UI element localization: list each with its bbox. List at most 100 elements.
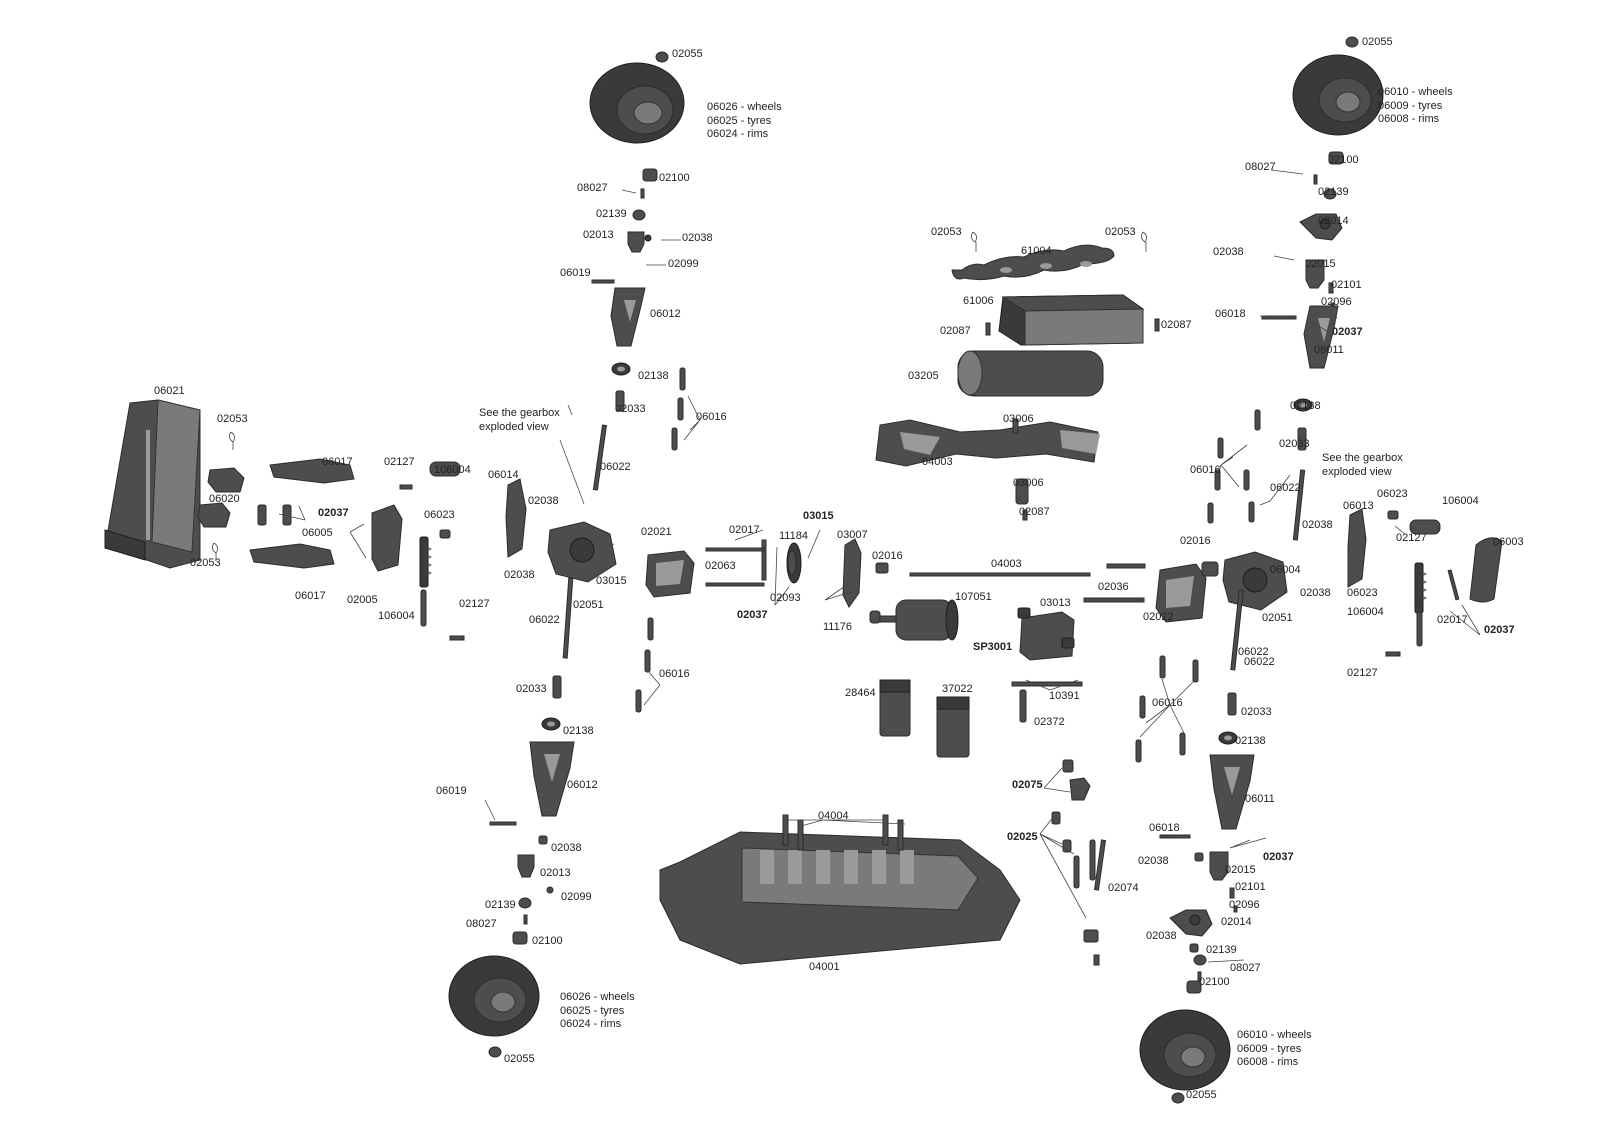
servo-sp3001 <box>1017 607 1075 661</box>
motor-107051 <box>879 599 959 641</box>
driveshaft-06022-fl <box>592 424 607 491</box>
label-03006-b: 03006 <box>1013 477 1044 489</box>
driveshaft-06022-rl <box>562 577 574 659</box>
screw-02087-a <box>985 322 991 336</box>
wheel-rear-left <box>448 955 540 1037</box>
esc-37022 <box>936 696 970 758</box>
label-06022-e: 06022 <box>1244 656 1275 668</box>
label-02021: 02021 <box>641 526 672 538</box>
label-03006-a: 03006 <box>1003 413 1034 425</box>
label-02100-d: 02100 <box>1199 976 1230 988</box>
mount-02005 <box>371 504 403 572</box>
turnbuckles-06016-fr <box>1207 409 1261 524</box>
label-06021: 06021 <box>154 385 185 397</box>
label-61004: 61004 <box>1021 245 1052 257</box>
hinge-pin-06018-rr <box>1159 834 1191 839</box>
label-06017-b: 06017 <box>295 590 326 602</box>
label-02017-a: 02017 <box>1437 614 1468 626</box>
label-11176: 11176 <box>823 621 852 633</box>
shock-tower-06014 <box>505 478 527 558</box>
hub-carrier-02013-fl <box>627 231 652 253</box>
label-02074: 02074 <box>1108 882 1139 894</box>
label-107051: 107051 <box>955 591 992 603</box>
wheel-front-left <box>589 62 685 144</box>
label-03015-a: 03015 <box>596 575 627 587</box>
label-06012-b: 06012 <box>567 779 598 791</box>
label-gearbox-note-left: See the gearbox exploded view <box>479 407 560 434</box>
label-04003-a: 04003 <box>922 456 953 468</box>
label-02013-a: 02013 <box>583 229 614 241</box>
cap-06023-left <box>439 529 451 539</box>
screw-02038-rl <box>538 835 548 845</box>
label-06014: 06014 <box>488 469 519 481</box>
motor-mount-03007 <box>842 538 862 608</box>
label-wheel-front-left: 06026 - wheels 06025 - tyres 06024 - rim… <box>707 101 782 142</box>
driveshaft-02036-a <box>1106 563 1146 569</box>
label-wheel-fl-tyres: 06025 - tyres <box>707 114 772 127</box>
label-02101-a: 02101 <box>1331 279 1362 291</box>
label-02075: 02075 <box>1012 779 1043 791</box>
label-06023-a: 06023 <box>1377 488 1408 500</box>
label-wheel-rl-rims: 06024 - rims <box>560 1018 622 1030</box>
label-gearbox-note-left-line2: exploded view <box>479 420 549 433</box>
label-02033-b: 02033 <box>1279 438 1310 450</box>
pin-08027-fl <box>640 188 645 199</box>
hex-nut-02055-rr <box>1171 1092 1185 1104</box>
chassis-brace-04003 <box>875 419 1100 467</box>
label-02093: 02093 <box>770 592 801 604</box>
cup-02033-fr <box>1297 427 1307 451</box>
outdrive-02016-center <box>875 562 889 574</box>
hub-02100-fr <box>1328 151 1344 165</box>
servo-saver-02372 <box>1019 689 1027 723</box>
pin-02101-rr <box>1229 887 1235 899</box>
label-08027-a: 08027 <box>577 182 608 194</box>
steering-posts-02025 <box>1051 811 1100 966</box>
screw-02038-rr <box>1194 852 1204 862</box>
label-06011-a: 06011 <box>1314 344 1344 356</box>
rear-wing-06021 <box>104 399 201 569</box>
label-02051-b: 02051 <box>573 599 604 611</box>
label-02038-c: 02038 <box>1302 519 1333 531</box>
bushing-02138-rr <box>1218 731 1238 745</box>
driveshaft-06022-fr <box>1292 469 1306 541</box>
turnbuckles-06016-fl <box>671 367 686 451</box>
label-02015-b: 02015 <box>1225 864 1256 876</box>
label-02038-f: 02038 <box>504 569 535 581</box>
label-wheel-rl-tyres: 06025 - tyres <box>560 1004 625 1017</box>
label-02138-c: 02138 <box>563 725 594 737</box>
label-03205: 03205 <box>908 370 939 382</box>
pin-02099-rl <box>546 886 554 894</box>
screw-02087-c <box>1022 509 1028 521</box>
label-06011-b: 06011 <box>1245 793 1275 805</box>
clip-02053-wing-bottom <box>212 542 218 561</box>
label-02055-rr: 02055 <box>1186 1089 1217 1101</box>
label-02087-c: 02087 <box>1019 506 1050 518</box>
label-03007: 03007 <box>837 529 868 541</box>
cap-06023-right <box>1387 510 1399 520</box>
link-02074 <box>1093 839 1107 891</box>
label-06005: 06005 <box>302 527 333 539</box>
label-08027-c: 08027 <box>466 918 497 930</box>
label-02138-a: 02138 <box>638 370 669 382</box>
label-02127-d: 02127 <box>459 598 490 610</box>
label-02038-d: 02038 <box>1300 587 1331 599</box>
label-02101-b: 02101 <box>1235 881 1266 893</box>
label-06012-a: 06012 <box>650 308 681 320</box>
label-02127-b: 02127 <box>1347 667 1378 679</box>
hinge-pin-06019-fl <box>591 279 615 284</box>
label-wheel-rear-right: 06010 - wheels 06009 - tyres 06008 - rim… <box>1237 1029 1312 1070</box>
label-02038-i: 02038 <box>1146 930 1177 942</box>
label-06023-c: 06023 <box>424 509 455 521</box>
label-wheel-rr-wheels: 06010 - wheels <box>1237 1029 1312 1041</box>
label-02014-a: 02014 <box>1318 215 1349 227</box>
bearing-02139-fr <box>1323 188 1337 200</box>
battery-tray-61006 <box>998 294 1145 346</box>
label-02127-c: 02127 <box>384 456 415 468</box>
center-shaft-04003 <box>909 572 1091 577</box>
label-06022-d: 06022 <box>529 614 560 626</box>
label-02033-a: 02033 <box>615 403 646 415</box>
screw-02127-right <box>1385 651 1401 657</box>
label-02096-b: 02096 <box>1229 899 1260 911</box>
label-02038-g: 02038 <box>551 842 582 854</box>
label-04004: 04004 <box>818 810 849 822</box>
